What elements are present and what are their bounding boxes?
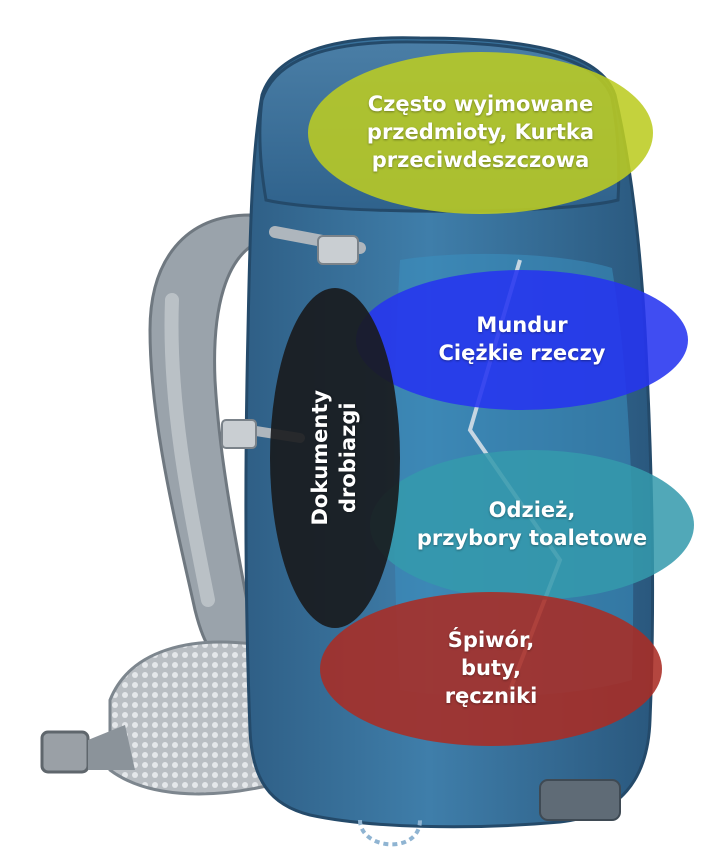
zone-bottom-line: ręczniki — [444, 683, 538, 708]
zone-bottom-line: buty, — [460, 656, 522, 681]
zone-middle-line: Mundur — [476, 313, 568, 338]
zone-side-documents: Dokumenty drobiazgi — [270, 288, 400, 628]
zone-top-frequently-used: Często wyjmowane przedmioty, Kurtka prze… — [308, 52, 653, 214]
zone-middle-label: Mundur Ciężkie rzeczy — [439, 312, 606, 367]
compression-buckle-top — [317, 235, 359, 265]
zone-top-label: Często wyjmowane przedmioty, Kurtka prze… — [367, 91, 594, 174]
zone-bottom-label: Śpiwór, buty, ręczniki — [445, 627, 538, 710]
zone-bottom-sleeping-bag: Śpiwór, buty, ręczniki — [320, 592, 662, 746]
zone-top-line: przeciwdeszczowa — [371, 147, 590, 172]
hip-belt-strap — [88, 725, 135, 770]
zone-side-line: drobiazgi — [336, 402, 361, 514]
zone-lower-line: Odzież, — [488, 498, 576, 523]
zone-middle-line: Ciężkie rzeczy — [438, 341, 606, 365]
shoulder-strap-padding — [164, 293, 215, 607]
zone-lower-clothes: Odzież, przybory toaletowe — [370, 450, 694, 600]
zone-lower-line: przybory toaletowe — [416, 526, 648, 550]
bottom-loop — [358, 819, 422, 847]
zone-side-line: Dokumenty — [308, 390, 333, 526]
zone-bottom-line: Śpiwór, — [447, 628, 535, 653]
zone-middle-heavy-items: Mundur Ciężkie rzeczy — [356, 270, 688, 410]
zone-side-label: Dokumenty drobiazgi — [307, 390, 362, 526]
hip-belt-buckle — [40, 730, 90, 774]
compression-buckle-side — [221, 419, 257, 449]
zone-top-line: przedmioty, Kurtka — [366, 120, 595, 145]
bottom-strap — [539, 779, 621, 821]
zone-top-line: Często wyjmowane — [367, 92, 594, 117]
zone-lower-label: Odzież, przybory toaletowe — [417, 497, 647, 552]
